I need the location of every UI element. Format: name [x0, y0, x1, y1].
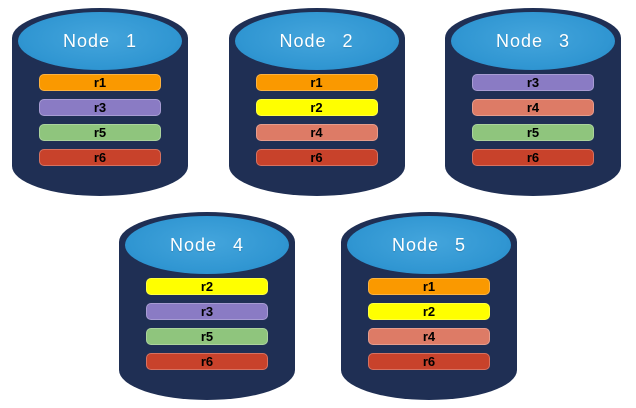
replica-bar-r2: r2 [368, 303, 490, 320]
replica-bar-r5: r5 [39, 124, 161, 141]
replica-list: r1 r2 r4 r6 [368, 278, 490, 370]
replica-bar-r1: r1 [368, 278, 490, 295]
cylinder-top-ellipse-icon: Node 1 [18, 12, 182, 70]
cylinder-top-ellipse-icon: Node 4 [125, 216, 289, 274]
replica-list: r2 r3 r5 r6 [146, 278, 268, 370]
database-node: Node 1 r1 r3 r5 r6 [12, 8, 188, 196]
replica-bar-r6: r6 [472, 149, 594, 166]
database-node: Node 5 r1 r2 r4 r6 [341, 212, 517, 400]
cylinder-top-ellipse-icon: Node 3 [451, 12, 615, 70]
database-node: Node 2 r1 r2 r4 r6 [228, 8, 405, 196]
node-title: Node 5 [391, 234, 467, 255]
node-title: Node 4 [169, 234, 245, 255]
node-title: Node 3 [495, 30, 571, 51]
replica-list: r3 r4 r5 r6 [472, 74, 594, 166]
replica-bar-r4: r4 [255, 124, 378, 141]
database-node: Node 4 r2 r3 r5 r6 [119, 212, 295, 400]
replica-list: r1 r3 r5 r6 [39, 74, 161, 166]
node-title: Node 1 [62, 30, 138, 51]
replica-bar-r6: r6 [39, 149, 161, 166]
replica-bar-r3: r3 [146, 303, 268, 320]
node-row-bottom: Node 4 r2 r3 r5 r6 Node 5 r1 r2 r4 r6 [0, 212, 636, 400]
cylinder-top-ellipse-icon: Node 5 [347, 216, 511, 274]
replica-bar-r2: r2 [255, 99, 378, 116]
replica-bar-r2: r2 [146, 278, 268, 295]
replica-bar-r5: r5 [146, 328, 268, 345]
replica-bar-r4: r4 [368, 328, 490, 345]
replica-bar-r3: r3 [472, 74, 594, 91]
replica-bar-r5: r5 [472, 124, 594, 141]
replica-bar-r3: r3 [39, 99, 161, 116]
replica-bar-r6: r6 [255, 149, 378, 166]
node-row-top: Node 1 r1 r3 r5 r6 Node 2 r1 r2 r4 r6 Node 3 r… [12, 8, 621, 196]
replica-list: r1 r2 r4 r6 [255, 74, 378, 166]
cylinder-top-ellipse-icon: Node 2 [234, 12, 399, 70]
replica-bar-r1: r1 [39, 74, 161, 91]
replica-bar-r1: r1 [255, 74, 378, 91]
replica-bar-r4: r4 [472, 99, 594, 116]
replica-bar-r6: r6 [368, 353, 490, 370]
replica-bar-r6: r6 [146, 353, 268, 370]
database-node: Node 3 r3 r4 r5 r6 [445, 8, 621, 196]
node-title: Node 2 [279, 30, 354, 51]
